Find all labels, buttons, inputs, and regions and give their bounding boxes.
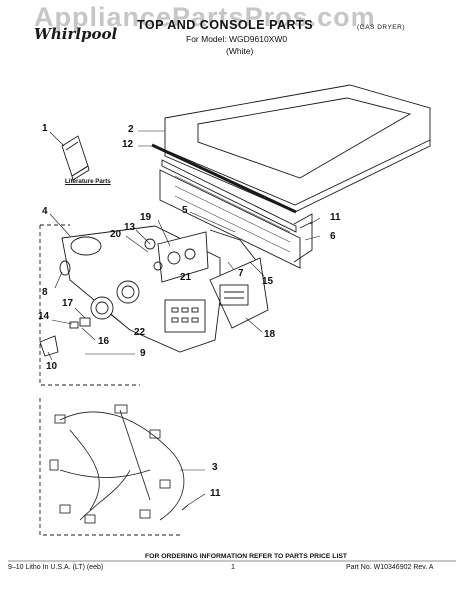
screw-top xyxy=(299,221,313,229)
console-frame xyxy=(159,159,313,269)
ordering-note: FOR ORDERING INFORMATION REFER TO PARTS … xyxy=(145,553,348,560)
callout-6: 6 xyxy=(330,231,336,242)
callout-11-bottom: 11 xyxy=(210,488,221,499)
knob-clip xyxy=(79,317,91,327)
callout-22: 22 xyxy=(134,327,146,338)
callout-11-top: 11 xyxy=(330,212,341,223)
callout-14: 14 xyxy=(38,311,50,322)
push-button xyxy=(39,335,59,357)
callout-21: 21 xyxy=(180,272,192,283)
control-board xyxy=(157,231,209,283)
product-type: (GAS DRYER) xyxy=(357,24,405,31)
callout-3: 3 xyxy=(212,462,218,473)
callout-18: 18 xyxy=(264,329,276,340)
callout-7: 7 xyxy=(238,268,244,279)
leader-lines xyxy=(47,130,321,506)
callout-2: 2 xyxy=(128,124,134,135)
o-ring xyxy=(59,260,71,276)
callout-8: 8 xyxy=(42,287,48,298)
footer-page-number: 1 xyxy=(231,564,235,571)
watermark: AppliancePartsPros.com xyxy=(34,2,376,32)
diagram-title: TOP AND CONSOLE PARTS xyxy=(137,18,314,32)
callout-15: 15 xyxy=(262,276,274,287)
spacer xyxy=(69,321,79,329)
callout-20: 20 xyxy=(110,229,122,240)
wiring-harness xyxy=(49,404,185,524)
literature-booklet xyxy=(61,135,90,181)
model-line: For Model: WGD9610XW0 xyxy=(186,34,288,44)
top-gasket xyxy=(151,143,297,214)
callout-5: 5 xyxy=(182,205,188,216)
console-assembly-box xyxy=(39,224,140,386)
brand-logo: Whirlpool xyxy=(34,25,118,43)
callout-17: 17 xyxy=(62,298,74,309)
panel-support xyxy=(209,229,263,269)
screw-bottom xyxy=(181,504,189,511)
callout-10: 10 xyxy=(46,361,58,372)
dryer-top xyxy=(164,84,431,213)
callout-9: 9 xyxy=(140,348,146,359)
knob-small-2 xyxy=(153,261,163,271)
callout-19: 19 xyxy=(140,212,152,223)
callout-13: 13 xyxy=(124,222,136,233)
ui-board xyxy=(209,257,269,329)
callout-4: 4 xyxy=(42,206,48,217)
footer-litho: 9–10 Litho In U.S.A. (LT) (eeb) xyxy=(8,564,104,571)
footer-part-number: Part No. W10346902 Rev. A xyxy=(346,564,434,571)
color-line: (White) xyxy=(226,46,254,56)
callout-12: 12 xyxy=(122,139,134,150)
knob-small xyxy=(144,238,156,250)
literature-label: Literature Parts xyxy=(65,178,111,185)
cycle-knob xyxy=(90,296,114,320)
callout-16: 16 xyxy=(98,336,110,347)
callout-1: 1 xyxy=(42,123,48,134)
harness-box xyxy=(39,398,180,536)
